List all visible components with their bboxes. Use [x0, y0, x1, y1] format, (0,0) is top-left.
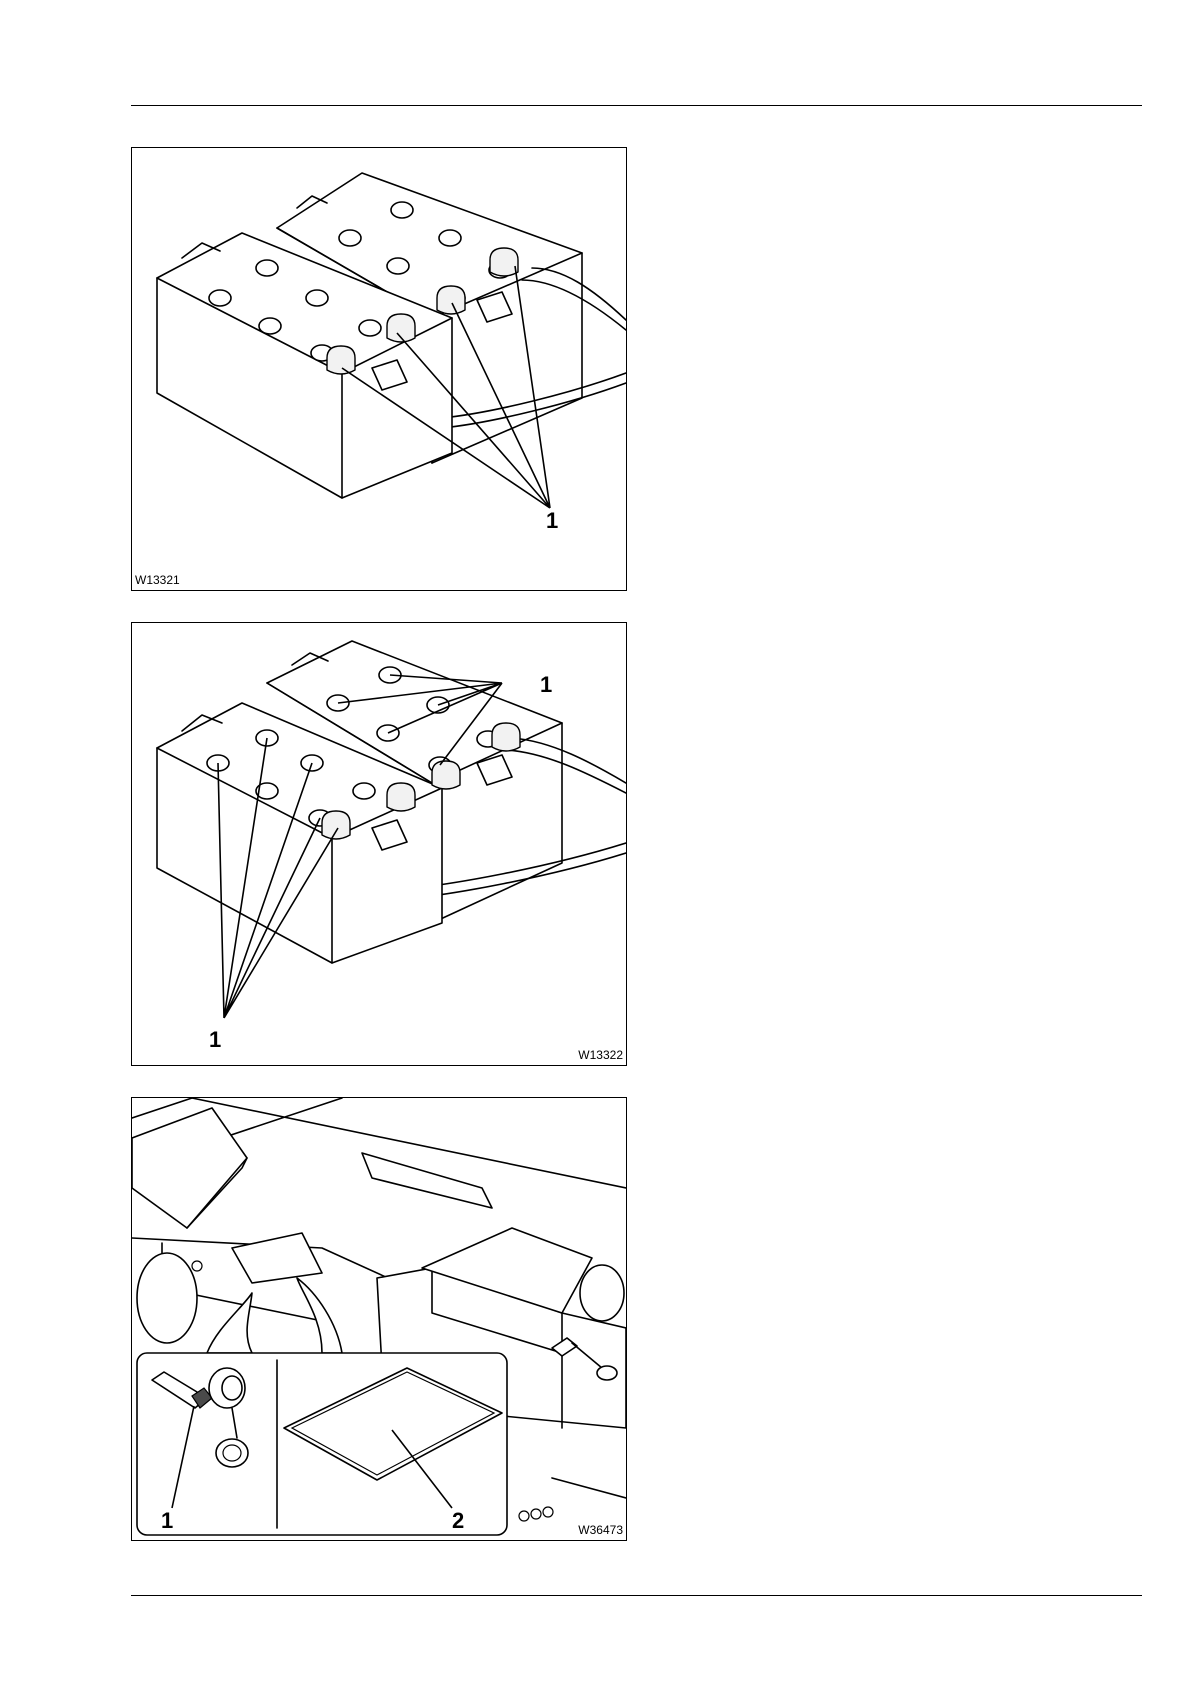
callout-1: 1: [546, 510, 558, 532]
figure-battery-terminals: W13321 1: [131, 147, 627, 591]
callout-1: 1: [161, 1510, 173, 1532]
figure-code: W36473: [578, 1524, 623, 1536]
callout-1-bottom: 1: [209, 1029, 221, 1051]
figure-main-switch-location: 1 2 W36473: [131, 1097, 627, 1541]
footer-rule: [131, 1595, 1142, 1596]
figure-code: W13321: [135, 574, 180, 586]
figure-battery-caps: 1 1 W13322: [131, 622, 627, 1066]
figure-code: W13322: [578, 1049, 623, 1061]
callout-1-top: 1: [540, 674, 552, 696]
header-rule: [131, 105, 1142, 106]
vehicle-main-switch-illustration: [132, 1098, 626, 1540]
callout-2: 2: [452, 1510, 464, 1532]
